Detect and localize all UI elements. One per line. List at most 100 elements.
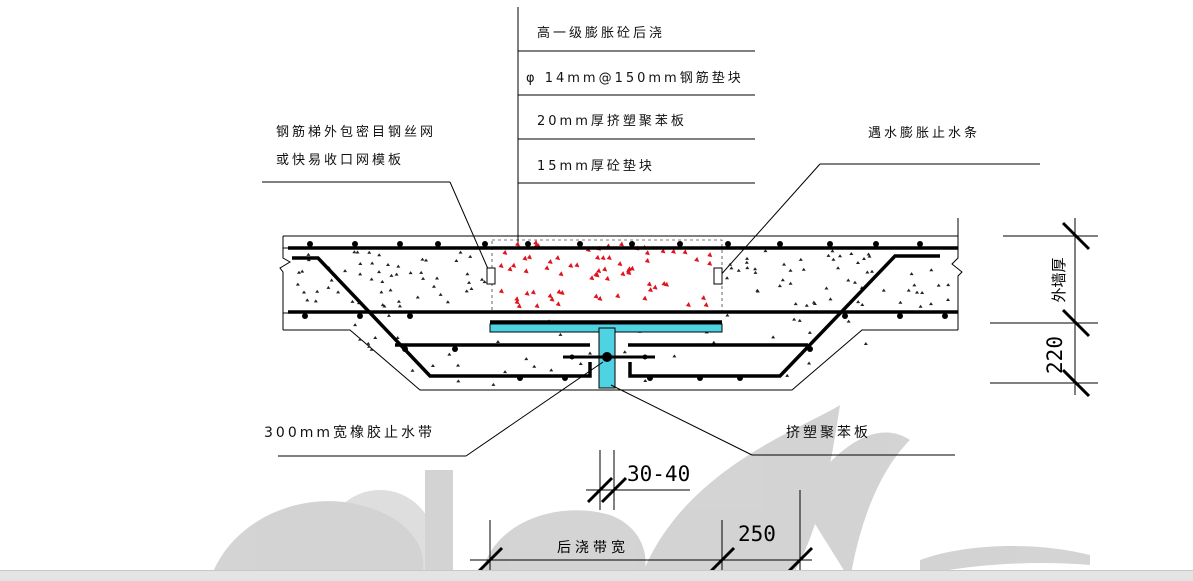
aggregate (928, 302, 933, 306)
label-xps-board: 挤塑聚苯板 (786, 424, 871, 441)
aggregate (946, 283, 951, 287)
rebar-section (777, 241, 783, 247)
aggregate (454, 258, 459, 262)
dim-gap: 30-40 (627, 462, 690, 486)
label-mesh-line1: 钢筋梯外包密目钢丝网 (276, 124, 436, 140)
aggregate (479, 277, 484, 281)
aggregate (464, 289, 469, 293)
aggregate (807, 330, 812, 334)
aggregate (458, 250, 463, 254)
red-aggregate (626, 270, 632, 276)
aggregate (836, 266, 841, 270)
red-aggregate (595, 254, 601, 260)
aggregate (846, 319, 851, 323)
rebar-section (397, 241, 403, 247)
aggregate (830, 249, 835, 253)
dim-depth: 220 (1043, 336, 1067, 374)
aggregate (898, 300, 903, 304)
post-pour-rebar (486, 267, 723, 389)
aggregate (558, 332, 563, 336)
aggregate (797, 318, 802, 322)
aggregate (725, 276, 730, 280)
rebar-section (302, 313, 308, 319)
aggregate (852, 280, 857, 284)
aggregate (918, 304, 923, 308)
aggregate (394, 272, 399, 276)
aggregate (445, 300, 450, 304)
dim-band-width: 后浇带宽 (557, 539, 629, 556)
watermark (210, 405, 1090, 580)
red-aggregate (617, 261, 623, 267)
aggregate (826, 253, 831, 257)
rebar-section (897, 313, 903, 319)
red-aggregate (682, 249, 688, 255)
aggregate (380, 279, 385, 283)
aggregate (419, 270, 424, 274)
right-top-annotation: 遇水膨胀止水条 (717, 125, 1040, 279)
aggregate (435, 276, 440, 280)
aggregate (447, 352, 452, 356)
aggregate (524, 357, 529, 361)
red-aggregate (558, 271, 564, 277)
aggregate (352, 250, 357, 254)
aggregate (745, 256, 750, 260)
aggregate (725, 313, 730, 317)
aggregate (711, 340, 716, 344)
red-aggregate (700, 295, 706, 301)
rebar-section (577, 241, 583, 247)
rebar-section (725, 241, 731, 247)
aggregate (863, 341, 868, 345)
aggregate (306, 252, 311, 256)
rebar-section (873, 241, 879, 247)
red-aggregate (516, 303, 522, 309)
mesh-clip-right (713, 267, 723, 285)
aggregate (811, 300, 816, 304)
mesh-clip-left (486, 267, 496, 285)
aggregate (367, 250, 372, 254)
aggregate (482, 280, 487, 284)
rebar-section (435, 241, 441, 247)
aggregate (763, 249, 768, 253)
aggregate (881, 288, 886, 292)
aggregate (728, 262, 733, 266)
red-aggregate (685, 301, 691, 307)
aggregate (329, 278, 334, 282)
rebar-section (307, 241, 313, 247)
aggregate (860, 303, 865, 307)
red-aggregate (703, 302, 709, 308)
red-aggregate (593, 271, 599, 277)
aggregate (744, 260, 749, 264)
red-aggregate (670, 248, 676, 254)
aggregate (305, 298, 310, 302)
aggregate (855, 261, 860, 265)
aggregate (389, 273, 394, 277)
aggregate (846, 278, 851, 282)
aggregate (753, 270, 758, 274)
aggregate (468, 254, 473, 258)
aggregate (788, 281, 793, 285)
aggregate (424, 258, 429, 262)
red-aggregate (629, 265, 635, 271)
red-aggregate (602, 266, 608, 272)
red-aggregate (589, 275, 595, 281)
rubber-waterstop (563, 352, 655, 362)
aggregate (295, 282, 300, 286)
aggregate (379, 290, 384, 294)
aggregate (801, 267, 806, 271)
red-aggregate-dots (498, 240, 713, 309)
aggregate (824, 286, 829, 290)
aggregate (929, 268, 934, 272)
aggregate (870, 269, 875, 273)
aggregate (370, 261, 375, 265)
rebar-section (629, 241, 635, 247)
post-pour-zone (491, 239, 723, 313)
label-wall-thickness: 外墙厚 (1050, 257, 1068, 302)
aggregate (358, 272, 363, 276)
red-aggregate (547, 258, 553, 264)
red-aggregate (547, 293, 553, 299)
aggregate (622, 350, 627, 354)
aggregate (396, 299, 401, 303)
rebar-section (352, 241, 358, 247)
red-aggregate (530, 289, 536, 295)
aggregate (377, 253, 382, 257)
